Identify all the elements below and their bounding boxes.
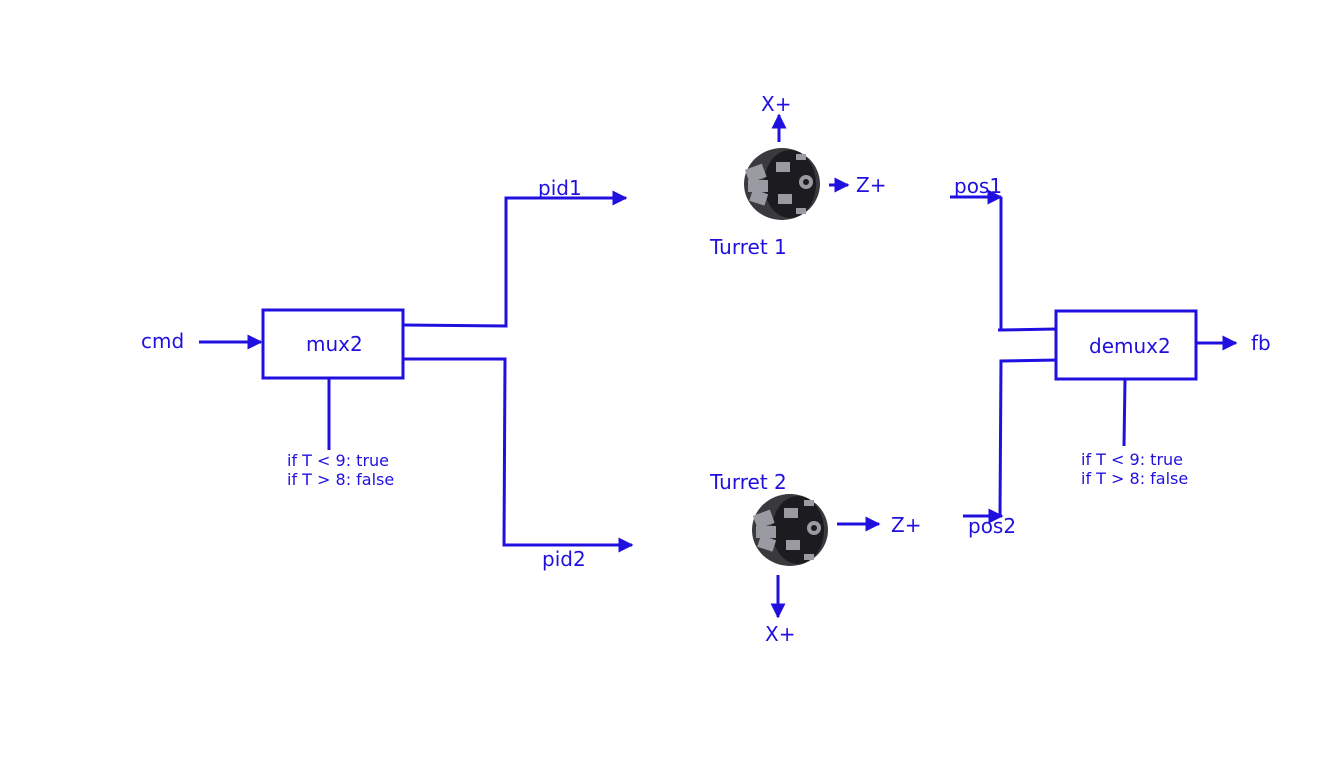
mux2-block[interactable] — [261, 308, 405, 380]
mux2-cond-true: if T < 9: true — [287, 451, 389, 470]
lathe-turret-icon — [744, 148, 820, 220]
turret-1-label: Turret 1 — [709, 235, 787, 259]
signal-label-fb: fb — [1251, 331, 1271, 355]
turret-2-group: Turret 2 Z+ X+ — [709, 470, 921, 646]
turret-1-group: X+ Z+ Turret 1 — [709, 92, 886, 259]
pos2-wire — [998, 358, 1059, 517]
turret-1-z-axis-label: Z+ — [856, 173, 886, 197]
lathe-turret-icon — [752, 494, 828, 566]
demux2-block[interactable] — [1054, 309, 1198, 381]
signal-label-cmd: cmd — [141, 329, 184, 353]
signal-label-pos1: pos1 — [954, 174, 1002, 198]
signal-label-pid1: pid1 — [538, 176, 582, 200]
signal-label-pos2: pos2 — [968, 514, 1016, 538]
pos1-wire — [999, 197, 1057, 332]
mux2-cond-false: if T > 8: false — [287, 470, 394, 489]
turret-1-x-axis-label: X+ — [761, 92, 791, 116]
turret-2-x-axis-label: X+ — [765, 622, 795, 646]
demux2-select-wire — [1122, 378, 1127, 447]
pid1-wire — [402, 190, 628, 328]
turret-2-z-axis-label: Z+ — [891, 513, 921, 537]
pid2-wire — [403, 357, 634, 553]
signal-label-pid2: pid2 — [542, 547, 586, 571]
demux2-cond-false: if T > 8: false — [1081, 469, 1188, 488]
demux2-cond-true: if T < 9: true — [1081, 450, 1183, 469]
demux2-label: demux2 — [1089, 334, 1171, 358]
turret-2-label: Turret 2 — [709, 470, 787, 494]
mux2-label: mux2 — [306, 332, 363, 356]
